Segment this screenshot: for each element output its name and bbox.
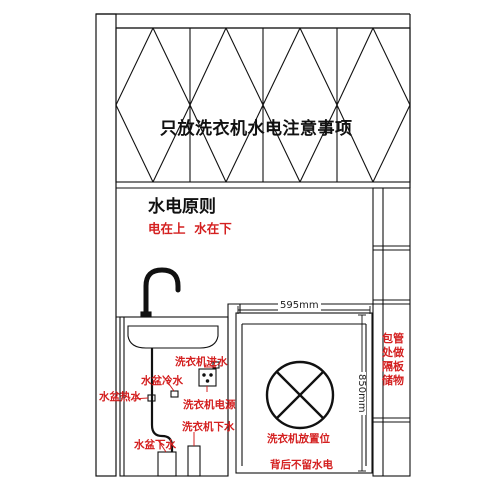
basin-drain-floor (157, 451, 177, 477)
label-washer-drain: 洗衣机下水 (182, 421, 235, 433)
washer-inlet-valve (212, 361, 220, 369)
principle-rule: 电在上 水在下 (148, 221, 232, 236)
faucet-base (140, 311, 152, 318)
faucet-spout (143, 267, 181, 315)
label-side-shelf-note: 包管处做隔板储物 (382, 332, 404, 387)
door-open-mark-2b (225, 27, 264, 183)
washer-cross-2 (275, 370, 325, 420)
label-washer-inlet: 洗衣机进水 (175, 356, 228, 368)
label-washer-power: 洗衣机电源 (183, 399, 236, 411)
leader-basin-hot (131, 397, 149, 400)
leader-basin-cold (163, 376, 175, 392)
washer-outline (235, 312, 373, 474)
door-open-mark-3b (299, 27, 338, 183)
basin-drain-pipe (150, 348, 174, 452)
height-dimension-label: 850mm (356, 372, 367, 415)
label-basin-hot: 水盆热水 (99, 391, 141, 403)
washer-bay (227, 303, 373, 476)
side-column-outline (372, 187, 411, 477)
door-open-mark-4b (372, 27, 411, 183)
label-basin-cold: 水盆冷水 (141, 375, 183, 387)
dimension-lines (237, 306, 371, 472)
washer-power-socket (198, 368, 217, 387)
washer-drain-standpipe (187, 445, 201, 477)
wall-cabinets (115, 27, 411, 189)
washer-bay-left-edge (227, 303, 241, 476)
principle-heading: 水电原则 (148, 197, 216, 217)
label-basin-drain: 水盆下水 (134, 439, 176, 451)
washer-drum-circle (265, 360, 335, 430)
diagram-title: 只放洗衣机水电注意事项 (160, 119, 353, 139)
door-open-mark-1a (115, 27, 154, 183)
socket-pin-1 (202, 373, 206, 377)
door-open-mark-2a (189, 27, 227, 183)
cold-water-valve (170, 390, 179, 398)
width-dimension-label: 595mm (278, 300, 321, 311)
socket-pin-3 (205, 379, 210, 383)
door-open-mark-1b (152, 27, 191, 183)
leader-lines (131, 366, 216, 453)
label-washer-spot: 洗衣机放置位 (267, 433, 330, 445)
side-shelf-column (372, 187, 411, 477)
sink-basin (127, 325, 219, 349)
socket-pin-2 (209, 373, 213, 377)
utility-points (147, 348, 220, 477)
leader-basin-drain (157, 439, 167, 453)
left-wall-panel (95, 13, 117, 477)
door-open-mark-4a (336, 27, 374, 183)
label-no-utilities-behind: 背后不留水电 (270, 459, 333, 471)
door-open-mark-3a (262, 27, 301, 183)
